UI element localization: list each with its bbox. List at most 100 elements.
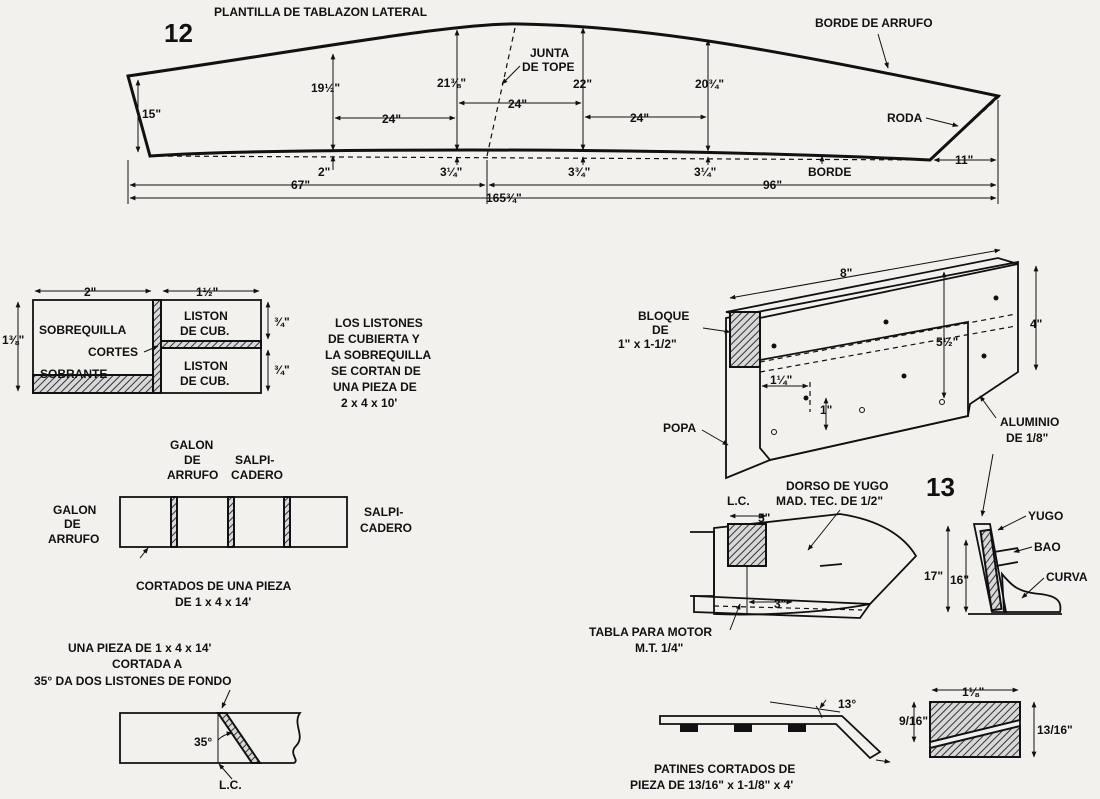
stem-extension-line <box>929 95 1001 161</box>
cuts-leader <box>143 345 159 353</box>
spacing-2: 24" <box>508 97 527 111</box>
trim-top-left-1: GALON <box>170 438 213 452</box>
h17-value: 17" <box>924 569 943 583</box>
total-dim-value: 165¾" <box>486 191 522 205</box>
rivet <box>771 429 777 435</box>
aluminum-plate <box>759 320 969 461</box>
butt-joint-label-2: DE TOPE <box>522 60 574 74</box>
deck-strip-upper-1: LISTON <box>184 309 228 323</box>
skids-diagram: 13° PATINES CORTADOS DE PIEZA DE 13/16" … <box>630 685 1073 792</box>
bottom-edge-label: BORDE <box>808 165 851 179</box>
height-1: 15" <box>142 107 161 121</box>
block-length: 8" <box>840 266 852 280</box>
block-label-3: 1" x 1-1/2" <box>618 337 677 351</box>
skid-profile <box>659 715 882 760</box>
keelson-section <box>727 523 767 567</box>
spacing-3: 24" <box>630 111 649 125</box>
spacing-1: 24" <box>382 112 401 126</box>
fig13-lc-label: L.C. <box>727 494 750 508</box>
height-5: 20¾" <box>695 77 724 91</box>
h16-value: 16" <box>950 573 969 587</box>
width-left: 2" <box>84 285 96 299</box>
width-right: 1½" <box>196 285 218 299</box>
skid-small-height: 9/16" <box>899 714 928 728</box>
trim-right-2: CADERO <box>360 521 412 535</box>
inner-height: 5½" <box>936 335 958 349</box>
offset-4: 3¼" <box>694 165 716 179</box>
fig12-number: 12 <box>164 18 193 48</box>
yoke-back-leader <box>807 509 841 551</box>
bottom-lc-label: L.C. <box>219 778 242 792</box>
skid-block <box>788 724 806 732</box>
trim-left-1: GALON <box>53 503 96 517</box>
bottom-strips-caption-1: UNA PIEZA DE 1 x 4 x 14' <box>68 641 211 655</box>
angle-ref-line <box>769 701 841 713</box>
motor-board-hidden-line <box>713 605 863 611</box>
offset-3: 3¾" <box>568 165 590 179</box>
knee-label: CURVA <box>1046 570 1088 584</box>
deck-strip-upper-2: DE CUB. <box>180 324 229 338</box>
bottom-reference-line <box>149 155 931 161</box>
butt-joint-label-1: JUNTA <box>530 46 569 60</box>
trim-left-leader <box>139 547 149 559</box>
fig12-title: PLANTILLA DE TABLAZON LATERAL <box>214 5 427 19</box>
w3-value: 3" <box>774 597 786 611</box>
block-length-dim <box>729 248 1001 300</box>
rivet <box>981 353 987 359</box>
skid-big-height: 13/16" <box>1037 723 1073 737</box>
plate-hidden-line <box>759 325 1017 373</box>
motor-board-leader <box>729 603 741 631</box>
cut-note-6: 2 x 4 x 10' <box>341 396 397 410</box>
knee-leader <box>1021 577 1045 599</box>
skid-angle-leader <box>819 699 827 709</box>
rivet <box>901 373 907 379</box>
beam-label: BAO <box>1034 540 1061 554</box>
trim-caption-2: DE 1 x 4 x 14' <box>175 595 251 609</box>
skid-section-upper <box>929 701 1021 744</box>
rivet <box>859 407 865 413</box>
yoke-back-label-1: DORSO DE YUGO <box>786 479 888 493</box>
strip-h-1: ¾" <box>274 315 290 329</box>
skid-angle-arc <box>815 705 823 719</box>
lc-leader <box>218 763 233 780</box>
deck-strip-lower-1: LISTON <box>184 359 228 373</box>
transom-label: POPA <box>663 421 696 435</box>
fig13-number: 13 <box>926 472 955 502</box>
stem-leader <box>925 117 959 128</box>
slot <box>819 563 843 567</box>
trim-top-left-2: DE <box>184 453 201 467</box>
trim-kerf-3 <box>283 496 291 548</box>
yoke-back-label-2: MAD. TEC. DE 1/2" <box>776 494 883 508</box>
keelson-label: SOBREQUILLA <box>39 323 127 337</box>
w5-value: 5" <box>758 511 770 525</box>
cut-diagram: 2" 1½" 1⅜" SOBREQUILLA CORTES SOBRANTE L… <box>2 285 432 410</box>
edge-value: 1¼" <box>770 373 792 387</box>
sheer-edge-leader <box>877 33 889 69</box>
keel-section-left <box>690 531 715 597</box>
cut-note-2: DE CUBIERTA Y <box>328 332 420 346</box>
transom-leader <box>701 429 729 446</box>
stem-dim-value: 11" <box>955 153 973 167</box>
cut-note-1: LOS LISTONES <box>335 316 423 330</box>
butt-joint-leader <box>501 65 521 85</box>
block-label-2: DE <box>652 323 669 337</box>
height-2: 19½" <box>311 81 340 95</box>
saw-kerf-horizontal <box>160 340 262 349</box>
skid-block <box>680 724 698 732</box>
angle-arc <box>217 731 233 741</box>
transom-board <box>725 260 1019 480</box>
plank-outline <box>126 22 1002 162</box>
rivet <box>883 319 889 325</box>
skid-width: 1⅛" <box>962 685 984 699</box>
offset-1: 2" <box>318 165 330 179</box>
bottom-strip-kerf <box>216 712 262 764</box>
offset-2: 3¼" <box>440 165 462 179</box>
beam-leader <box>1013 546 1033 553</box>
trim-strips-diagram: GALON DE ARRUFO SALPI- CADERO GALON DE A… <box>48 438 412 609</box>
trim-top-right-2: CADERO <box>231 468 283 482</box>
sheer-edge-label: BORDE DE ARRUFO <box>815 16 933 30</box>
block-height: 4" <box>1030 317 1042 331</box>
motor-board-label-2: M.T. 1/4" <box>635 641 683 655</box>
butt-joint-line <box>486 27 516 157</box>
skids-caption-2: PIEZA DE 13/16" x 1-1/8" x 4' <box>630 778 793 792</box>
